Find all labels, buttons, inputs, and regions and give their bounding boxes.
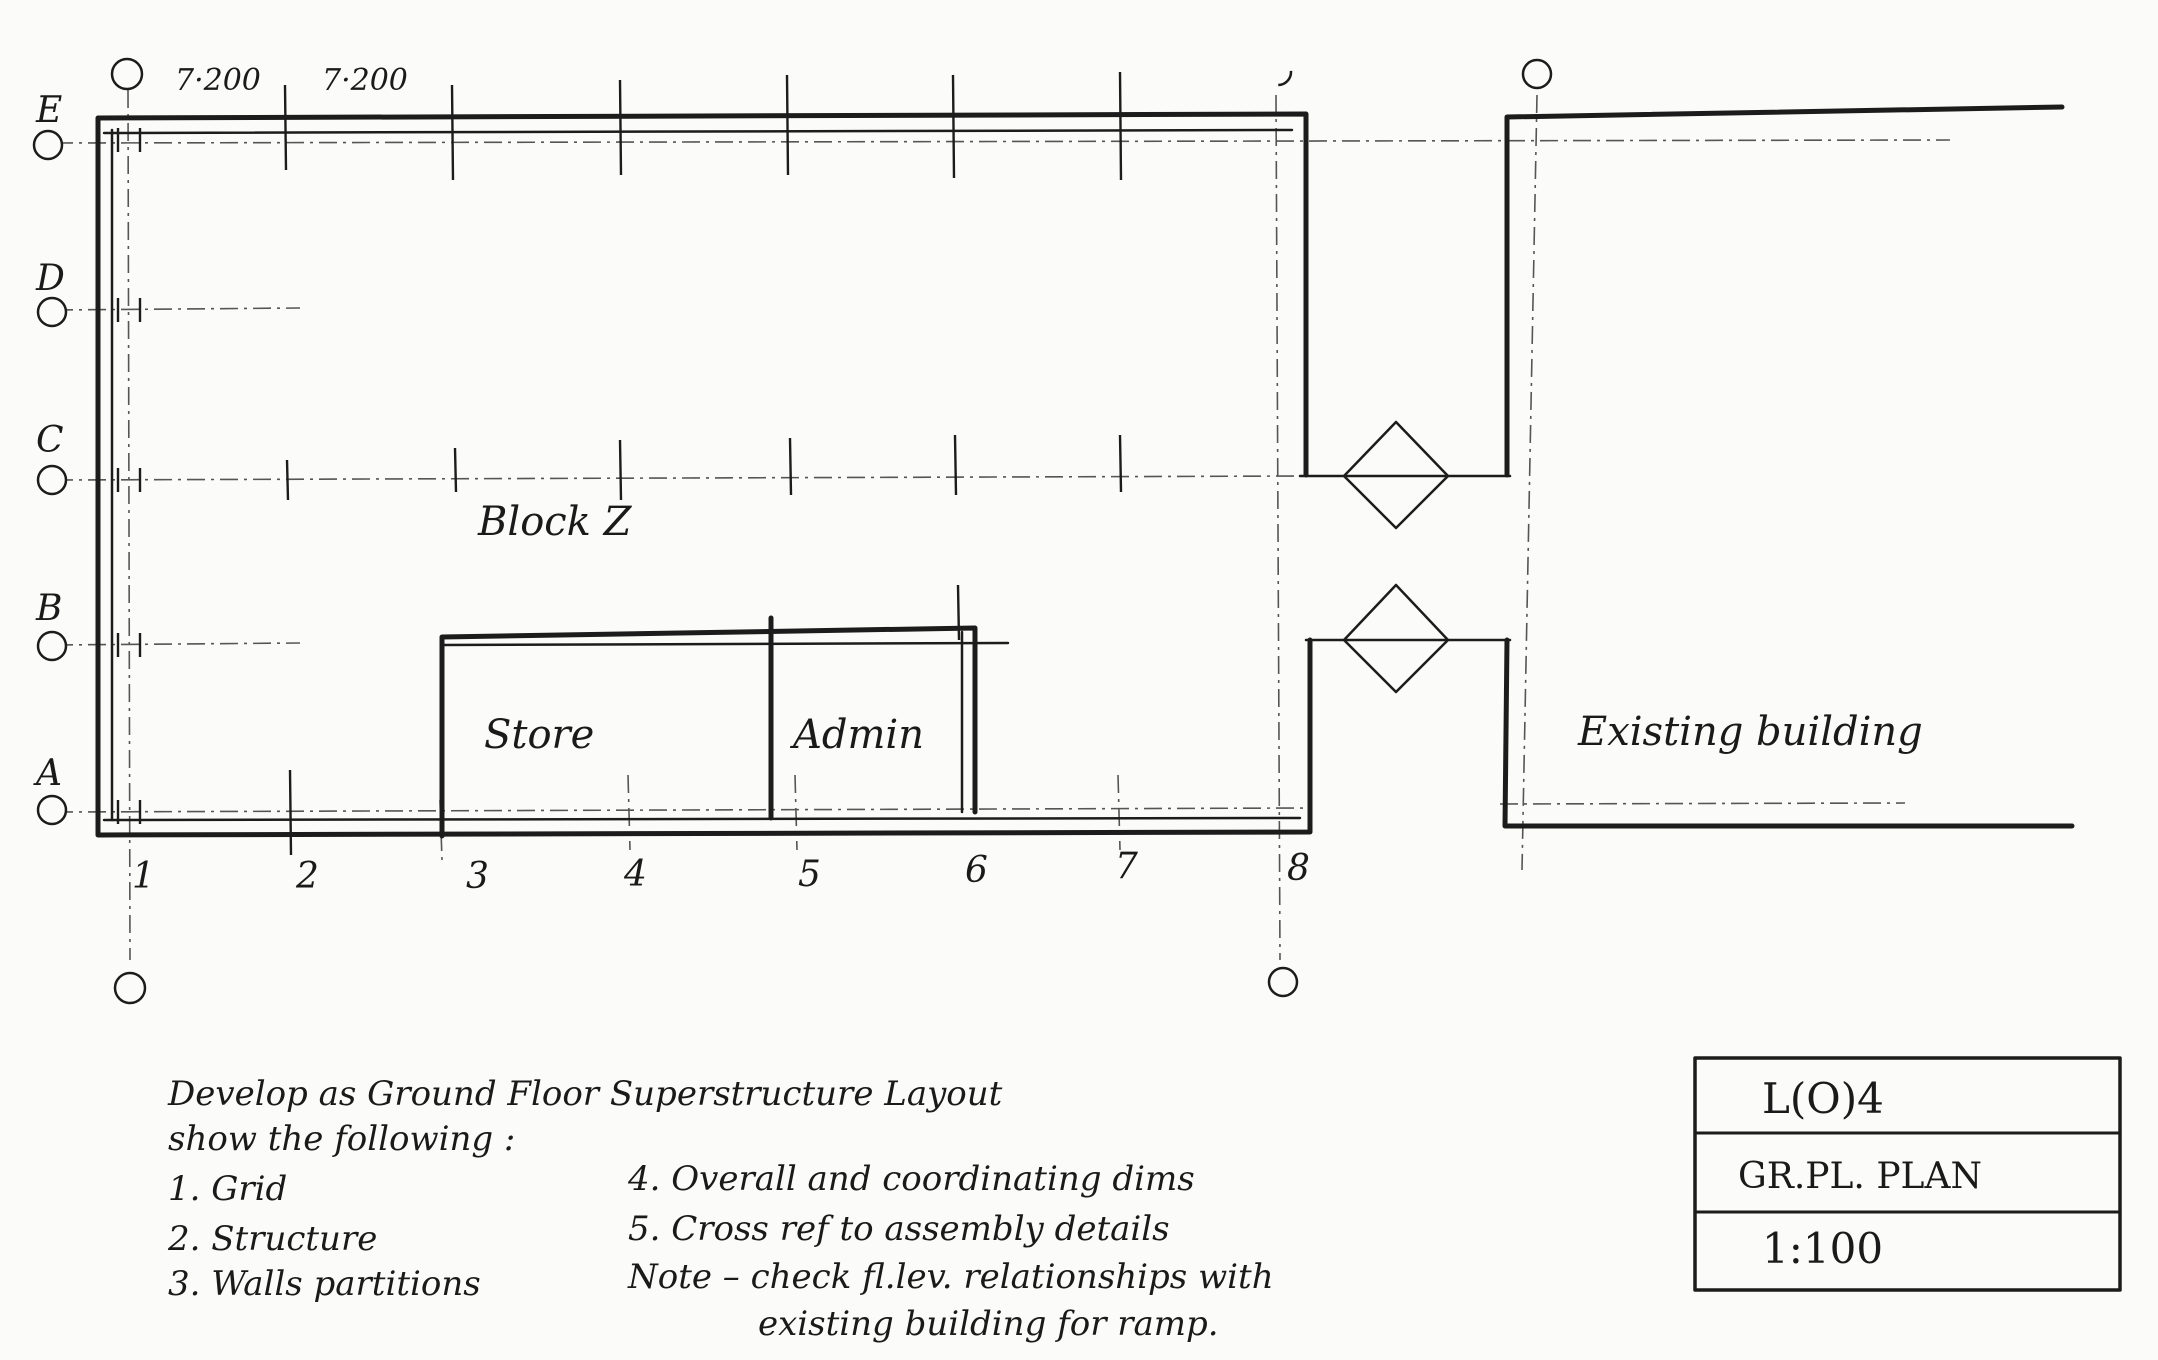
store-wall-inner <box>440 641 1010 647</box>
notes-heading: Develop as Ground Floor Superstructure L… <box>167 1074 1003 1114</box>
note-line-1: Note – check fl.lev. relationships with <box>627 1257 1274 1297</box>
grid-line-c <box>54 475 1311 481</box>
drawing-scale: 1:100 <box>1762 1224 1883 1273</box>
bubble-row-a <box>36 794 68 826</box>
col-label-4: 4 <box>623 854 647 895</box>
block-z-label: Block Z <box>477 499 633 545</box>
grid-line-a-existing <box>1499 802 1906 805</box>
bubble-top-8 <box>1263 57 1293 87</box>
tick-e-3 <box>450 84 455 181</box>
drawing-number: L(O)4 <box>1762 1074 1884 1123</box>
note-item-4: 4. Overall and coordinating dims <box>627 1159 1195 1199</box>
row-label-b: B <box>35 588 62 629</box>
bubble-top-existing <box>1521 58 1553 90</box>
note-item-1: 1. Grid <box>168 1169 287 1209</box>
title-block: L(O)4 GR.PL. PLAN 1:100 <box>1693 1056 2122 1292</box>
tick-c-3 <box>453 447 458 493</box>
column-ticks <box>116 71 1123 856</box>
grid-line-e <box>54 139 1951 144</box>
existing-building-walls <box>1298 104 2075 829</box>
notes: Develop as Ground Floor Superstructure L… <box>167 1074 1274 1344</box>
drawing-title: GR.PL. PLAN <box>1738 1156 1982 1197</box>
grid-lines <box>54 89 1951 961</box>
bubble-bottom-1 <box>113 971 147 1005</box>
row-label-e: E <box>35 90 62 131</box>
grid-line-1 <box>127 89 131 961</box>
row-labels: E D C B A <box>33 90 65 794</box>
grid-line-a <box>54 807 1311 813</box>
store-label: Store <box>484 712 594 758</box>
bubble-row-d <box>36 296 68 328</box>
grid-line-b <box>54 642 301 646</box>
col-label-7: 7 <box>1115 846 1138 887</box>
tick-e-6 <box>951 74 956 179</box>
note-item-3: 3. Walls partitions <box>168 1264 481 1304</box>
tick-c-7 <box>1118 434 1123 493</box>
admin-label: Admin <box>789 712 924 758</box>
existing-building-label: Existing building <box>1577 709 1923 755</box>
existing-building-upper-wall <box>1504 104 2065 478</box>
col-label-8: 8 <box>1287 848 1310 889</box>
tick-e-5 <box>785 74 790 176</box>
tick-e-2 <box>283 84 288 171</box>
bubble-row-c <box>36 464 68 496</box>
title-block-frame <box>1693 1056 2122 1292</box>
dim-bay-1: 7·200 <box>175 63 261 98</box>
block-z-outer-wall <box>95 111 1313 838</box>
row-label-c: C <box>36 420 64 461</box>
note-item-5: 5. Cross ref to assembly details <box>628 1209 1170 1249</box>
tick-b-6 <box>956 584 961 641</box>
tick-a-2 <box>288 769 293 856</box>
bubble-row-b <box>36 630 68 662</box>
block-z-walls <box>95 111 1313 838</box>
col-label-6: 6 <box>965 850 988 891</box>
bubble-row-e <box>32 129 64 161</box>
col-label-3: 3 <box>466 856 489 897</box>
grid-line-8 <box>1275 94 1281 961</box>
grid-line-4 <box>627 774 631 851</box>
bubble-bottom-8 <box>1267 966 1299 998</box>
store-wall <box>439 625 978 839</box>
store-admin-walls <box>439 615 1010 839</box>
tick-c-4 <box>618 439 623 501</box>
tick-c-6 <box>953 434 958 496</box>
tick-c-2 <box>285 459 290 501</box>
dim-bay-2: 7·200 <box>322 63 408 98</box>
room-labels: Block Z Store Admin Existing building <box>477 499 1923 758</box>
col-label-2: 2 <box>295 856 319 897</box>
grid-line-d <box>54 307 301 311</box>
col-label-5: 5 <box>798 854 821 895</box>
row-label-d: D <box>35 258 65 299</box>
block-z-inner-bottom <box>102 816 1302 822</box>
tick-c-5 <box>788 437 793 496</box>
note-item-2: 2. Structure <box>167 1219 377 1259</box>
grid-line-existing <box>1521 94 1538 871</box>
grid-bubbles <box>32 57 1553 1005</box>
bubble-top-1 <box>110 57 144 91</box>
col-label-1: 1 <box>132 856 155 897</box>
column-labels: 1 2 3 4 5 6 7 8 <box>132 846 1310 897</box>
note-line-2: existing building for ramp. <box>758 1304 1219 1344</box>
existing-building-lower-wall <box>1502 637 2075 829</box>
dimension-labels: 7·200 7·200 <box>175 63 408 98</box>
block-z-inner-top <box>102 128 1294 135</box>
row-label-a: A <box>33 753 62 794</box>
tick-e-7 <box>1118 71 1123 181</box>
grid-line-5 <box>794 774 798 851</box>
link-node-upper <box>1342 420 1450 530</box>
link-node-lower <box>1342 583 1450 694</box>
grid-line-7 <box>1117 774 1121 851</box>
tick-e-4 <box>618 79 623 176</box>
notes-subheading: show the following : <box>168 1119 515 1159</box>
